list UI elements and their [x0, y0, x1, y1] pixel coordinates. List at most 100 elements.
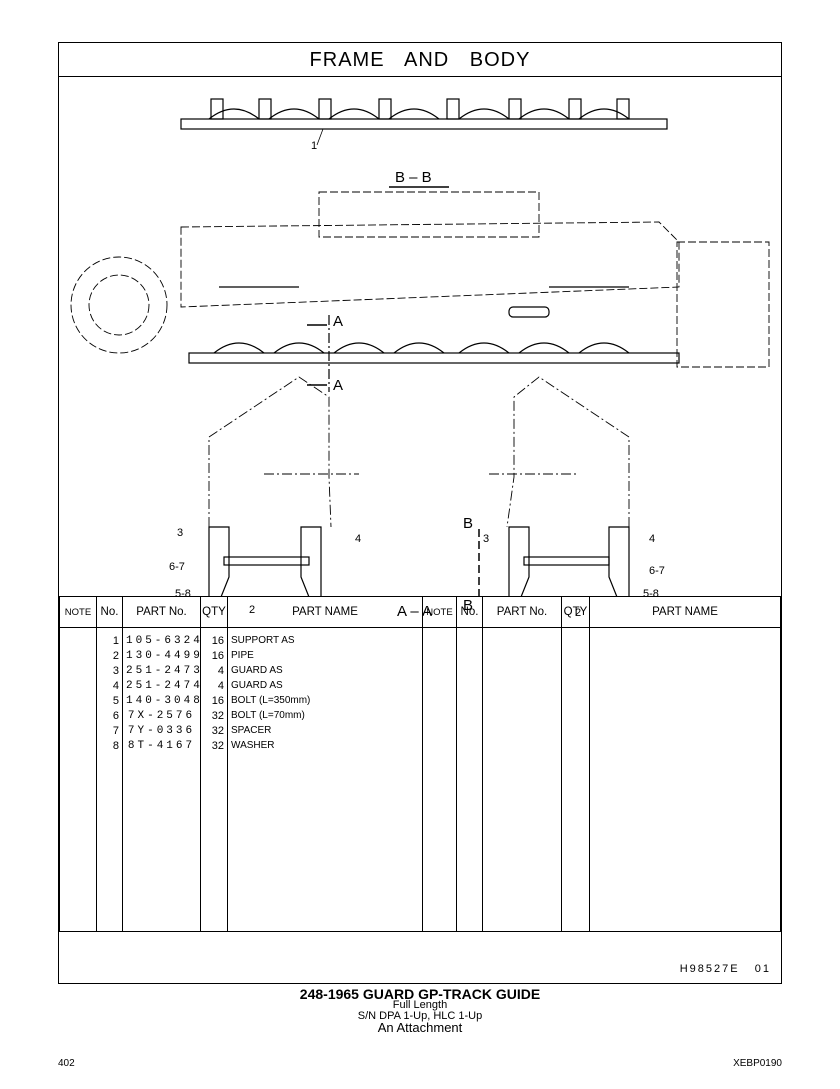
callout-3-right: 3 — [483, 533, 490, 545]
part-number — [482, 678, 562, 693]
section-marker-b-upper: B — [463, 515, 474, 532]
part-name — [589, 648, 781, 663]
note-cell — [422, 738, 457, 753]
part-number — [482, 648, 562, 663]
item-number — [456, 708, 483, 723]
note-cell — [422, 627, 457, 648]
part-name: BOLT (L=350mm) — [227, 693, 423, 708]
header-note: NOTE — [59, 596, 97, 628]
callout-1: 1 — [311, 140, 318, 152]
header-no: No. — [96, 596, 123, 628]
part-name: WASHER — [227, 738, 423, 753]
quantity: 4 — [200, 663, 228, 678]
quantity — [561, 738, 590, 753]
item-number — [456, 627, 483, 648]
part-name — [589, 678, 781, 693]
header-no-right: No. — [456, 596, 483, 628]
part-number: 251-2473 — [122, 663, 201, 678]
part-number: 105-6324 — [122, 627, 201, 648]
note-cell — [59, 738, 97, 753]
part-number — [482, 738, 562, 753]
item-number: 7 — [96, 723, 123, 738]
part-number — [482, 693, 562, 708]
callout-6-7: 6-7 — [169, 561, 185, 573]
part-number — [482, 663, 562, 678]
note-cell — [59, 663, 97, 678]
empty-cell — [456, 753, 483, 931]
section-marker-a-lower: A — [333, 377, 344, 394]
item-number: 6 — [96, 708, 123, 723]
part-number: 7X-2576 — [122, 708, 201, 723]
document-code: XEBP0190 — [733, 1058, 782, 1069]
part-name: GUARD AS — [227, 663, 423, 678]
quantity: 16 — [200, 627, 228, 648]
part-number — [482, 627, 562, 648]
header-part-no: PART No. — [122, 596, 201, 628]
part-number: 251-2474 — [122, 678, 201, 693]
callout-4-right: 4 — [649, 533, 656, 545]
note-cell — [59, 693, 97, 708]
item-number — [456, 678, 483, 693]
quantity — [561, 627, 590, 648]
item-number: 5 — [96, 693, 123, 708]
exploded-drawing: 1 B – B A A 3 4 6-7 5-8 2 A – A B B 3 4 … — [59, 77, 781, 620]
part-name — [589, 663, 781, 678]
callout-6-7-right: 6-7 — [649, 565, 665, 577]
item-number: 1 — [96, 627, 123, 648]
guard-rail-aa — [188, 352, 680, 364]
quantity — [561, 708, 590, 723]
note-cell — [422, 663, 457, 678]
pipe-support-aa — [208, 376, 630, 528]
part-number — [482, 723, 562, 738]
table-header: NOTE No. PART No. QTY PART NAME NOTE No.… — [59, 596, 781, 628]
part-name — [589, 708, 781, 723]
quantity: 32 — [200, 738, 228, 753]
empty-cell — [589, 753, 781, 931]
header-part-name-right: PART NAME — [589, 596, 781, 628]
part-name — [589, 723, 781, 738]
item-number: 3 — [96, 663, 123, 678]
note-cell — [59, 627, 97, 648]
item-number — [456, 648, 483, 663]
guard-detail-left — [208, 526, 322, 596]
header-part-no-right: PART No. — [482, 596, 562, 628]
quantity — [561, 648, 590, 663]
quantity: 4 — [200, 678, 228, 693]
empty-cell — [59, 753, 97, 931]
part-number — [482, 708, 562, 723]
note-cell — [59, 678, 97, 693]
empty-cell — [96, 753, 123, 931]
note-cell — [422, 678, 457, 693]
part-number: 130-4499 — [122, 648, 201, 663]
part-name: SUPPORT AS — [227, 627, 423, 648]
header-note-right: NOTE — [422, 596, 457, 628]
quantity: 32 — [200, 723, 228, 738]
part-name: SPACER — [227, 723, 423, 738]
quantity — [561, 723, 590, 738]
page-title: FRAME AND BODY — [59, 43, 781, 77]
header-qty-right: QTY — [561, 596, 590, 628]
quantity — [561, 693, 590, 708]
part-number: 140-3048 — [122, 693, 201, 708]
item-number — [456, 723, 483, 738]
quantity: 16 — [200, 693, 228, 708]
item-number — [456, 663, 483, 678]
note-cell — [59, 708, 97, 723]
empty-cell — [122, 753, 201, 931]
guard-detail-right — [478, 526, 630, 596]
callout-3: 3 — [177, 527, 184, 539]
quantity: 32 — [200, 708, 228, 723]
item-number: 4 — [96, 678, 123, 693]
note-cell — [422, 693, 457, 708]
note-cell — [422, 708, 457, 723]
quantity — [561, 678, 590, 693]
part-name: GUARD AS — [227, 678, 423, 693]
